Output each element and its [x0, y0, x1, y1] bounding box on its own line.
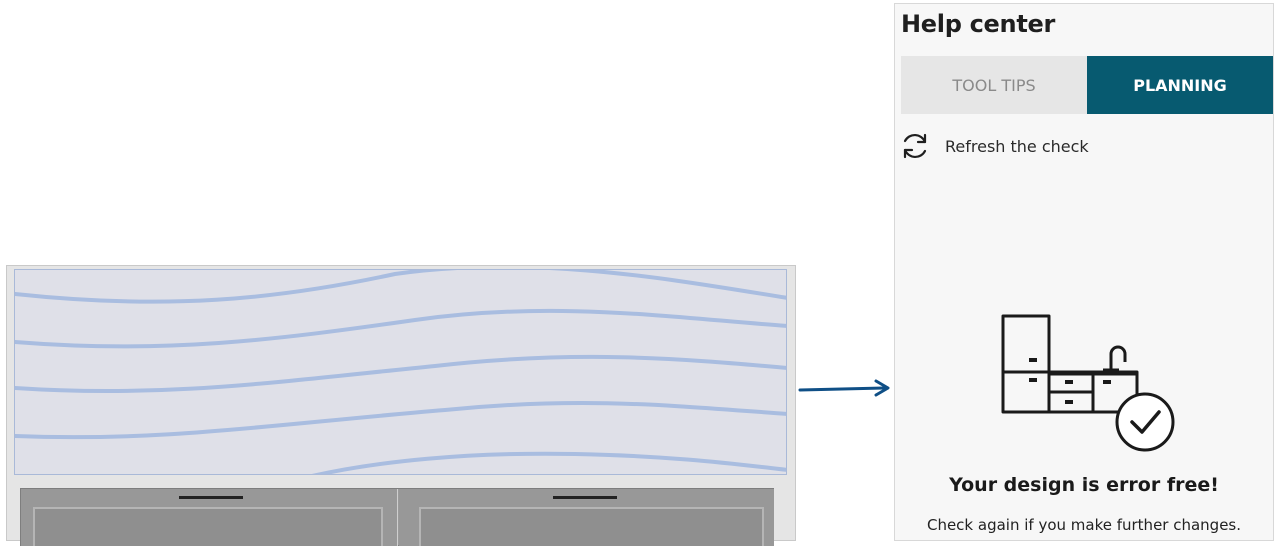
worktop-wave-pattern — [15, 270, 786, 474]
tab-planning[interactable]: PLANNING — [1087, 56, 1273, 114]
refresh-label: Refresh the check — [945, 136, 1089, 156]
status-message: Check again if you make further changes. — [926, 516, 1242, 534]
cabinet-handle — [179, 496, 243, 499]
arrow-right-icon — [798, 379, 890, 397]
status-heading: Your design is error free! — [949, 474, 1219, 496]
door-panel — [33, 507, 383, 546]
help-tabs: TOOL TIPS PLANNING — [901, 56, 1273, 114]
base-cabinet[interactable] — [20, 488, 774, 546]
design-canvas[interactable] — [0, 0, 893, 546]
tab-tool-tips[interactable]: TOOL TIPS — [901, 56, 1087, 114]
cabinet-door-left[interactable] — [21, 489, 398, 546]
kitchen-check-icon — [1001, 314, 1175, 452]
door-panel — [419, 507, 764, 546]
cabinet-door-right[interactable] — [399, 489, 774, 546]
refresh-check-button[interactable]: Refresh the check — [899, 130, 1089, 162]
cabinet-handle — [553, 496, 617, 499]
worktop-surface[interactable] — [14, 269, 787, 475]
help-center-panel: Help center TOOL TIPS PLANNING Refresh t… — [894, 3, 1274, 541]
refresh-icon — [903, 133, 927, 159]
panel-title: Help center — [901, 10, 1056, 38]
